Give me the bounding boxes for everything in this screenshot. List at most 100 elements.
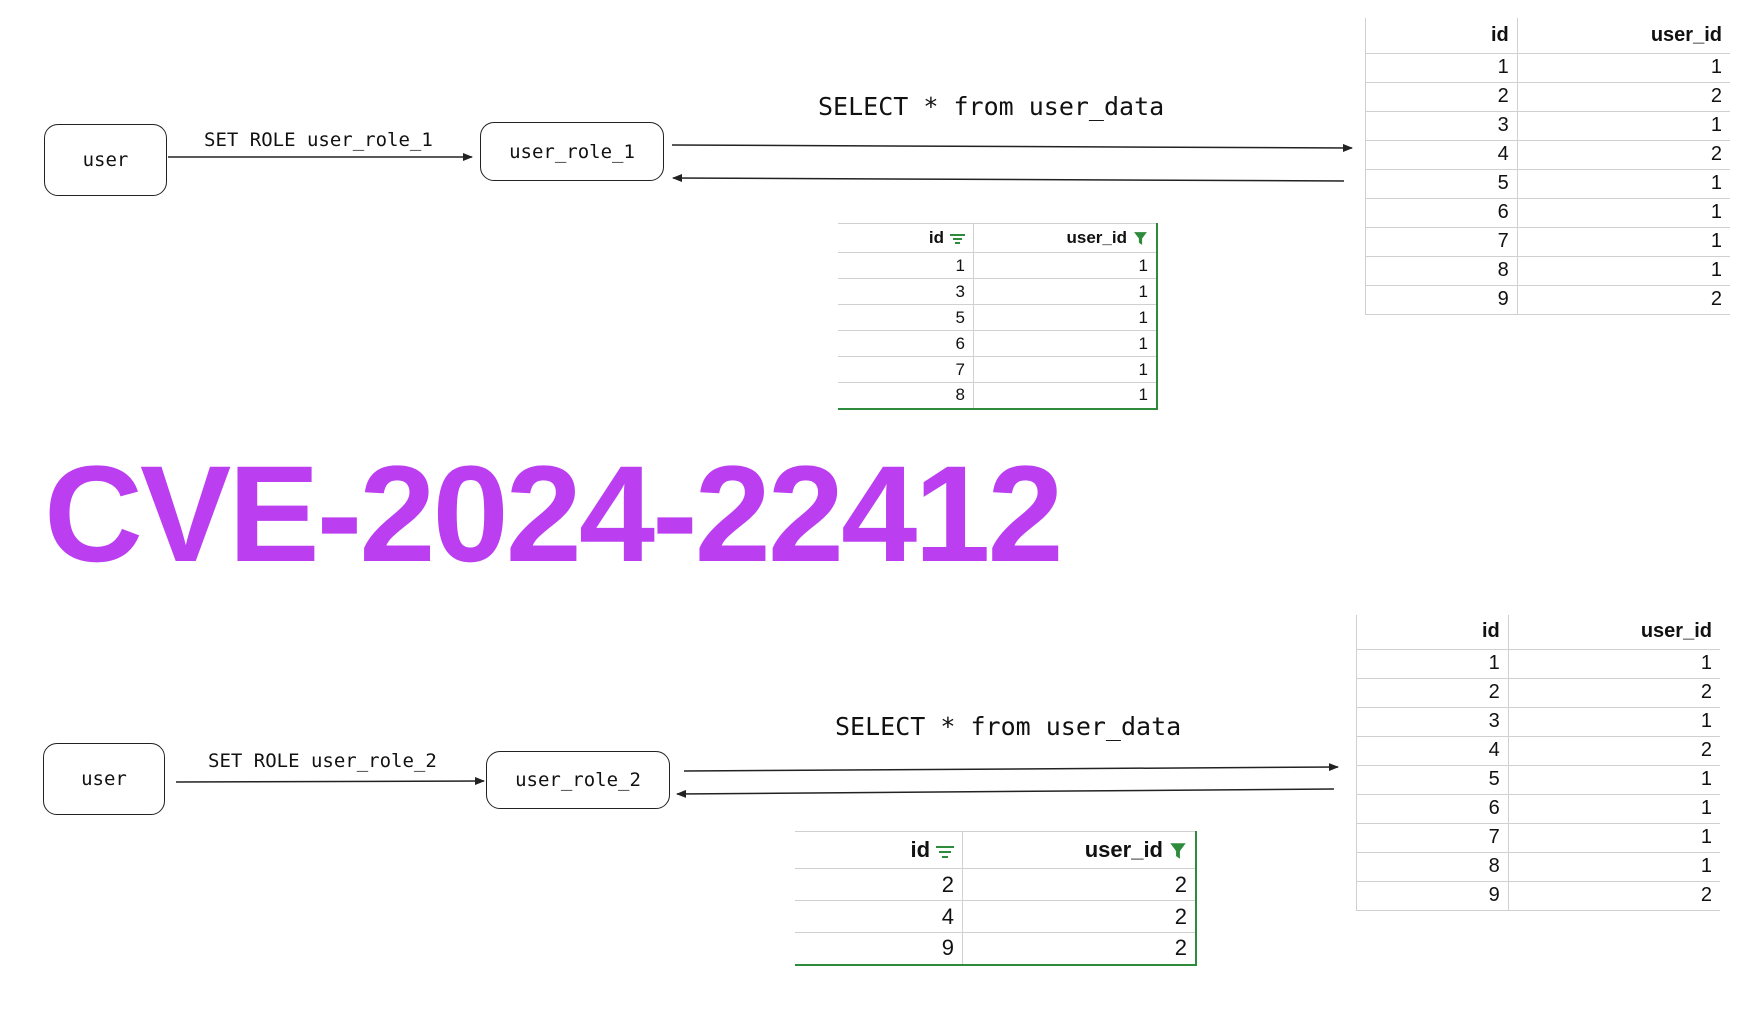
filter-col-user-id[interactable]: user_id xyxy=(974,224,1157,253)
cell-id: 9 xyxy=(1356,881,1509,910)
cell-id: 3 xyxy=(1365,111,1518,140)
cell-user-id: 1 xyxy=(1138,307,1148,327)
cell-id: 6 xyxy=(1356,794,1509,823)
cell-id: 1 xyxy=(838,252,975,279)
cell-user-id: 2 xyxy=(1174,903,1187,929)
cell-id: 8 xyxy=(1356,852,1509,881)
cell-user-id: 1 xyxy=(1710,56,1722,78)
cell-id: 8 xyxy=(1365,256,1518,285)
col-header-id: id xyxy=(1356,615,1509,649)
col-header-user-id: user_id xyxy=(1084,837,1163,862)
cell-user-id: 2 xyxy=(1174,935,1187,961)
col-header-user-id: user_id xyxy=(1650,23,1722,46)
cve-title: CVE-2024-22412 xyxy=(44,438,1064,591)
filter-col-id[interactable]: id xyxy=(795,831,964,869)
cell-id: 7 xyxy=(838,356,975,383)
user-node-label: user xyxy=(81,768,127,790)
cell-id: 1 xyxy=(1356,649,1509,678)
query-arrow-bottom xyxy=(683,763,1339,772)
cell-user-id: 1 xyxy=(1138,385,1148,405)
set-role-label-top: SET ROLE user_role_1 xyxy=(204,129,433,151)
filter-col-user-id[interactable]: user_id xyxy=(963,832,1196,869)
cell-user-id: 1 xyxy=(1138,281,1148,301)
role-node-top: user_role_1 xyxy=(480,122,664,181)
col-header-id: id xyxy=(1365,18,1518,53)
cell-id: 4 xyxy=(1365,140,1518,169)
query-arrow-top xyxy=(671,143,1353,152)
cell-user-id: 2 xyxy=(1700,739,1712,761)
cell-user-id: 1 xyxy=(1710,114,1722,136)
cell-user-id: 1 xyxy=(1710,259,1722,281)
cell-id: 3 xyxy=(1356,707,1509,736)
cell-id: 7 xyxy=(1356,823,1509,852)
cell-user-id: 1 xyxy=(1700,768,1712,790)
query-label-top: SELECT * from user_data xyxy=(818,92,1165,121)
cell-user-id: 1 xyxy=(1710,201,1722,223)
query-label-bottom: SELECT * from user_data xyxy=(835,712,1182,741)
cell-id: 6 xyxy=(1365,198,1518,227)
col-header-user-id: user_id xyxy=(1066,228,1127,247)
cell-user-id: 2 xyxy=(1710,85,1722,107)
col-header-id: id xyxy=(910,837,931,862)
cell-user-id: 2 xyxy=(1710,143,1722,165)
cell-id: 2 xyxy=(795,868,964,901)
cell-id: 9 xyxy=(1365,285,1518,314)
cell-id: 5 xyxy=(1356,765,1509,794)
cell-user-id: 1 xyxy=(1700,855,1712,877)
filter-lines-icon[interactable] xyxy=(936,845,955,858)
cell-id: 8 xyxy=(838,382,975,409)
col-header-user-id: user_id xyxy=(1640,620,1712,643)
cell-id: 5 xyxy=(838,304,975,331)
result-arrow-bottom xyxy=(676,788,1335,798)
filter-lines-icon[interactable] xyxy=(950,233,966,245)
cell-id: 3 xyxy=(838,278,975,305)
cell-id: 9 xyxy=(795,932,964,965)
user-node-top: user xyxy=(44,124,167,196)
cell-user-id: 2 xyxy=(1174,871,1187,897)
cell-user-id: 1 xyxy=(1700,652,1712,674)
filter-funnel-icon[interactable] xyxy=(1169,842,1187,860)
cell-user-id: 2 xyxy=(1710,288,1722,310)
cell-user-id: 2 xyxy=(1700,884,1712,906)
set-role-label-bottom: SET ROLE user_role_2 xyxy=(208,750,437,772)
filter-funnel-icon[interactable] xyxy=(1133,231,1148,246)
col-header-id: id xyxy=(928,228,945,247)
cell-user-id: 1 xyxy=(1710,172,1722,194)
role-node-label: user_role_1 xyxy=(509,140,635,163)
cell-id: 6 xyxy=(838,330,975,357)
cell-user-id: 1 xyxy=(1700,710,1712,732)
cell-id: 4 xyxy=(795,900,964,933)
cell-id: 2 xyxy=(1365,82,1518,111)
result-arrow-top xyxy=(672,174,1345,183)
user-node-bottom: user xyxy=(43,743,165,815)
filter-col-id[interactable]: id xyxy=(838,223,975,253)
cell-user-id: 2 xyxy=(1700,681,1712,703)
cell-id: 7 xyxy=(1365,227,1518,256)
cell-id: 4 xyxy=(1356,736,1509,765)
